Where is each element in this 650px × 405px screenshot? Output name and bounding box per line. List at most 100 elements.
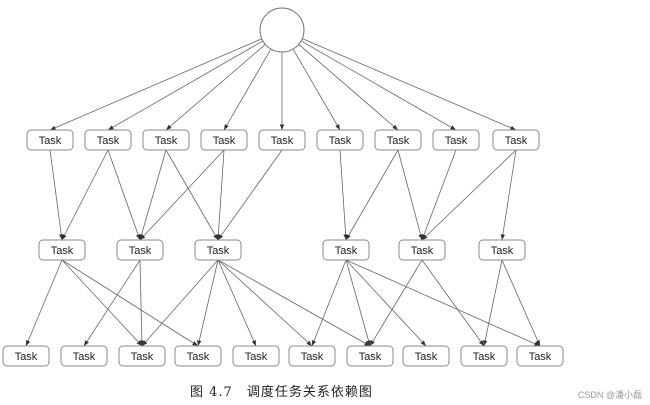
figure-caption: 图 4.7 调度任务关系依赖图 — [190, 381, 373, 400]
task-node-box — [116, 239, 164, 261]
task-node-label: Task — [329, 135, 352, 147]
dependency-arrow — [421, 259, 485, 347]
task-node-box — [316, 129, 364, 151]
dependency-arrow — [217, 259, 313, 347]
task-node-box — [322, 239, 370, 261]
dependency-arrow — [345, 259, 371, 347]
dependency-arrow — [311, 259, 347, 347]
dependency-arrow — [107, 149, 141, 241]
task-node-label: Task — [155, 135, 178, 147]
task-node: Task — [460, 345, 508, 367]
dependency-arrow — [397, 149, 423, 241]
task-node-box — [258, 129, 306, 151]
task-node: Task — [174, 345, 222, 367]
task-node-label: Task — [301, 351, 324, 363]
dependency-arrow — [197, 259, 219, 347]
task-node: Task — [84, 129, 132, 151]
dependency-arrow — [216, 149, 225, 241]
task-node: Task — [142, 129, 190, 151]
dependency-arrow — [83, 259, 141, 347]
dependency-arrow — [165, 44, 266, 131]
task-node: Task — [316, 129, 364, 151]
dependency-arrow — [141, 259, 219, 347]
dependency-arrow — [482, 259, 503, 347]
task-node-box — [232, 345, 280, 367]
task-node: Task — [288, 345, 336, 367]
task-node-box — [26, 129, 74, 151]
task-node-box — [118, 345, 166, 367]
dependency-arrow — [501, 259, 541, 347]
dependency-arrow — [345, 259, 427, 347]
task-node-box — [478, 239, 526, 261]
task-node-label: Task — [411, 245, 434, 257]
task-node-box — [516, 345, 564, 367]
dependency-arrow — [345, 149, 399, 241]
figure-title: 调度任务关系依赖图 — [246, 385, 373, 400]
task-node: Task — [402, 345, 450, 367]
task-node: Task — [232, 345, 280, 367]
task-node-label: Task — [129, 245, 152, 257]
dependency-arrow — [25, 259, 63, 347]
task-node: Task — [2, 345, 50, 367]
dependency-arrow — [292, 48, 341, 131]
task-node: Task — [26, 129, 74, 151]
dependency-arrow — [217, 259, 257, 347]
task-node: Task — [322, 239, 370, 261]
task-node-label: Task — [529, 351, 552, 363]
task-node-box — [398, 239, 446, 261]
dependency-arrow — [217, 259, 371, 347]
dependency-arrow — [165, 149, 219, 241]
task-node-label: Task — [51, 245, 74, 257]
task-node-label: Task — [445, 135, 468, 147]
task-node: Task — [478, 239, 526, 261]
task-node: Task — [346, 345, 394, 367]
task-node-label: Task — [335, 245, 358, 257]
dependency-arrow — [61, 259, 143, 347]
task-node: Task — [118, 345, 166, 367]
dependency-arrow — [61, 149, 109, 241]
task-node-box — [492, 129, 540, 151]
task-node: Task — [492, 129, 540, 151]
dependency-arrow — [298, 44, 399, 131]
task-node-label: Task — [505, 135, 528, 147]
figure-number: 图 4.7 — [190, 385, 233, 400]
dependency-arrow — [49, 149, 64, 241]
dependency-arrow — [300, 40, 457, 131]
task-node: Task — [258, 129, 306, 151]
task-node: Task — [374, 129, 422, 151]
dependency-arrow — [223, 48, 272, 131]
dependency-arrow — [49, 38, 262, 131]
dependency-arrow — [139, 259, 145, 347]
task-node-label: Task — [97, 135, 120, 147]
task-node-label: Task — [15, 351, 38, 363]
task-node-box — [142, 129, 190, 151]
dependency-arrow — [139, 149, 167, 241]
task-node-label: Task — [387, 135, 410, 147]
task-node-box — [194, 239, 242, 261]
task-node-box — [346, 345, 394, 367]
dependency-arrow — [500, 149, 517, 241]
dependency-arrow — [217, 149, 283, 241]
task-node-box — [460, 345, 508, 367]
task-node: Task — [516, 345, 564, 367]
task-node-box — [432, 129, 480, 151]
task-node-label: Task — [207, 245, 230, 257]
dependency-arrow — [139, 149, 225, 241]
task-node-label: Task — [39, 135, 62, 147]
watermark: CSDN @潘小磊 — [577, 390, 642, 400]
dependency-arrow — [369, 259, 423, 347]
dependency-arrow — [61, 259, 199, 347]
task-node-box — [374, 129, 422, 151]
task-node: Task — [60, 345, 108, 367]
task-node-box — [200, 129, 248, 151]
task-node-box — [60, 345, 108, 367]
dependency-arrow — [302, 38, 517, 131]
task-node-label: Task — [73, 351, 96, 363]
task-node-box — [174, 345, 222, 367]
task-node-label: Task — [187, 351, 210, 363]
task-node-label: Task — [473, 351, 496, 363]
task-node-label: Task — [415, 351, 438, 363]
task-node-label: Task — [213, 135, 236, 147]
task-node-label: Task — [245, 351, 268, 363]
dependency-arrow — [421, 149, 457, 241]
